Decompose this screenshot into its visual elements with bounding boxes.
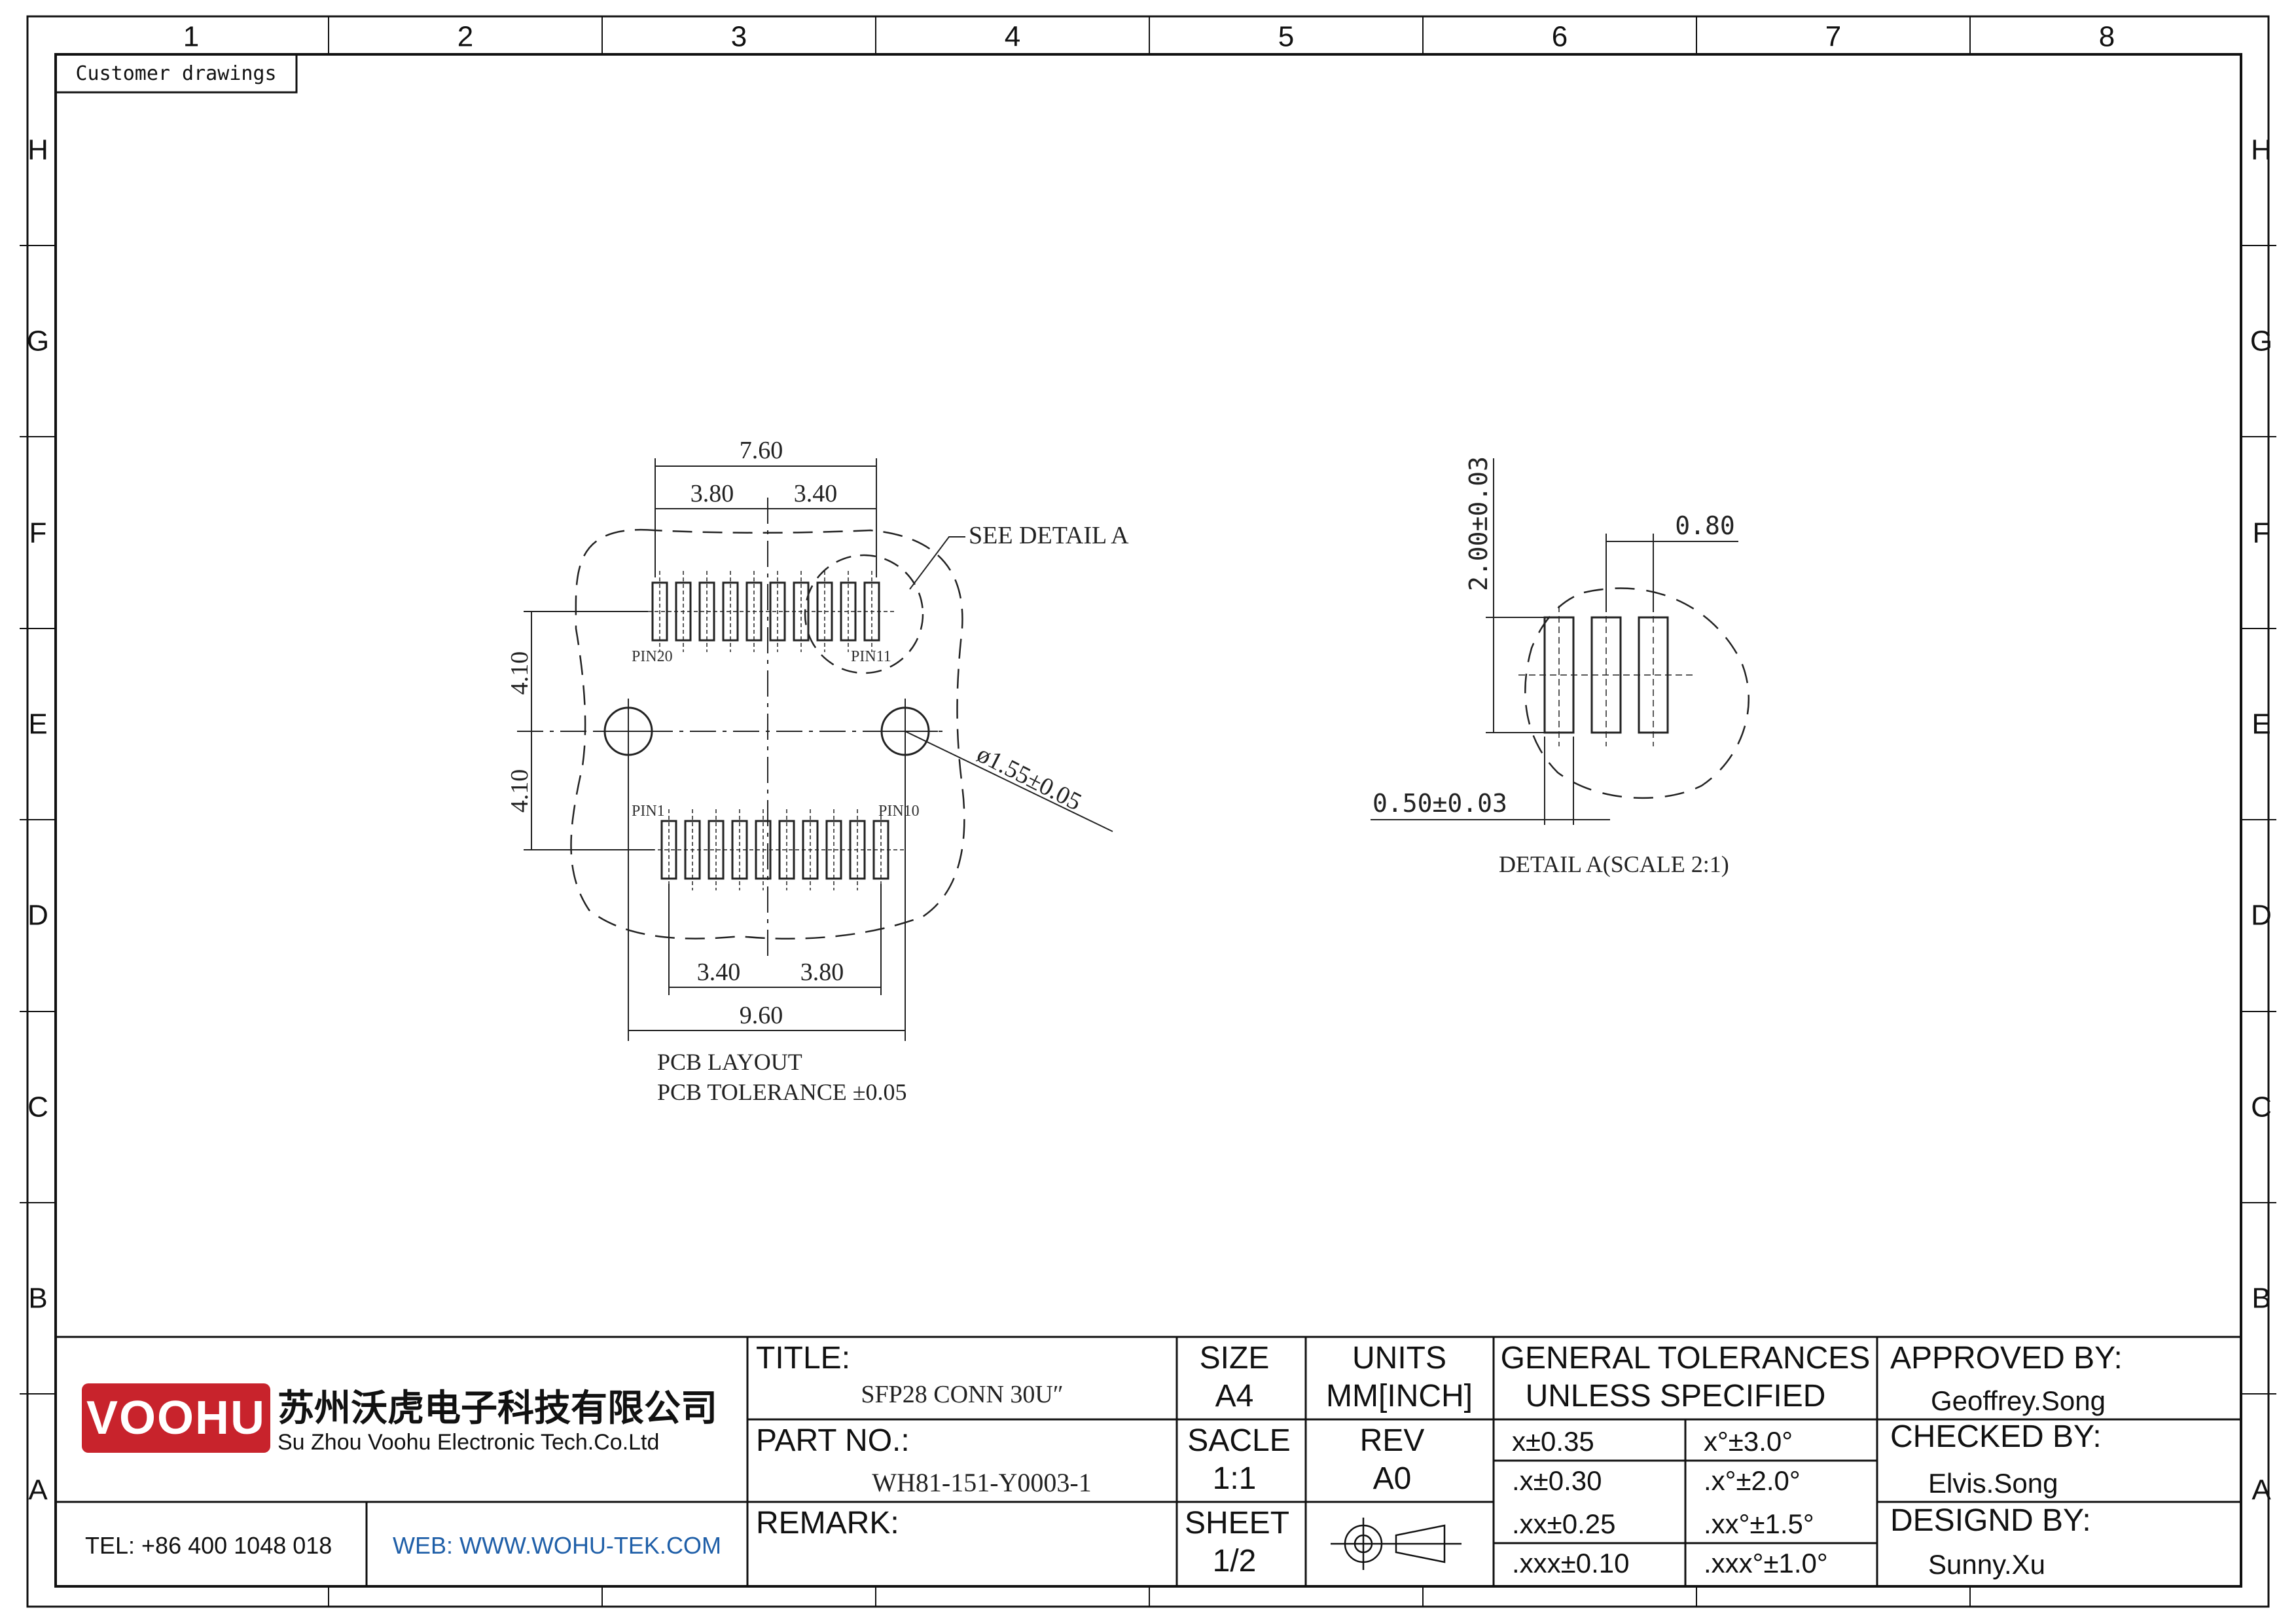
dim-vertical-upper: 4.10	[506, 651, 533, 695]
scale-value: 1:1	[1213, 1461, 1257, 1496]
dim-top-left: 3.80	[691, 480, 734, 507]
detail-caption: DETAIL A(SCALE 2:1)	[1499, 851, 1729, 877]
tolerance-linear-0: x±0.35	[1512, 1426, 1594, 1457]
tolerance-linear-2: .xx±0.25	[1512, 1508, 1615, 1539]
size-label: SIZE	[1200, 1341, 1270, 1376]
tolerance-angular-2: .xx°±1.5°	[1704, 1508, 1814, 1539]
part-no-value: WH81-151-Y0003-1	[872, 1468, 1092, 1497]
detail-callout-circle	[804, 554, 924, 674]
stamp-label: Customer drawings	[75, 62, 276, 85]
pcb-tolerance-note: PCB TOLERANCE ±0.05	[657, 1079, 906, 1105]
pin10-label: PIN10	[878, 803, 920, 820]
zone-col-6: 6	[1552, 21, 1568, 53]
sheet-value: 1/2	[1213, 1544, 1257, 1578]
title-label: TITLE:	[756, 1341, 850, 1376]
sheet-label: SHEET	[1185, 1506, 1289, 1541]
tolerance-angular-3: .xxx°±1.0°	[1704, 1548, 1828, 1578]
pin1-label: PIN1	[632, 803, 665, 820]
zone-row-d-right: D	[2251, 900, 2272, 932]
tolerance-header-2: UNLESS SPECIFIED	[1526, 1379, 1826, 1413]
zone-ticks	[20, 16, 2276, 1607]
company-name-en: Su Zhou Voohu Electronic Tech.Co.Ltd	[278, 1430, 659, 1455]
part-no-label: PART NO.:	[756, 1423, 910, 1458]
pcb-layout-note: PCB LAYOUT	[657, 1049, 802, 1075]
title-block-grid	[56, 1336, 2241, 1586]
projection-symbol-icon	[1331, 1518, 1462, 1570]
rev-label: REV	[1360, 1423, 1425, 1458]
logo-text: VOOHU	[86, 1392, 266, 1444]
zone-col-1: 1	[183, 21, 199, 53]
size-value: A4	[1215, 1379, 1254, 1413]
zone-row-e-right: E	[2251, 708, 2270, 740]
zone-row-e-left: E	[28, 708, 47, 740]
checked-value: Elvis.Song	[1928, 1468, 2058, 1499]
zone-col-5: 5	[1278, 21, 1294, 53]
main-dimensions	[524, 458, 1113, 1041]
connector-outline	[570, 528, 965, 939]
bottom-pad-row	[645, 809, 906, 890]
web-link[interactable]: WEB: WWW.WOHU-TEK.COM	[393, 1532, 721, 1559]
zone-row-h-right: H	[2251, 134, 2272, 166]
zone-col-7: 7	[1825, 21, 1841, 53]
tel-text: TEL: +86 400 1048 018	[85, 1532, 332, 1559]
tolerance-angular-0: x°±3.0°	[1704, 1426, 1793, 1457]
pin20-label: PIN20	[632, 648, 673, 665]
see-detail-label: SEE DETAIL A	[969, 522, 1129, 549]
approved-value: Geoffrey.Song	[1931, 1385, 2106, 1416]
tolerance-linear-3: .xxx±0.10	[1512, 1548, 1629, 1578]
dim-bottom-left: 3.40	[697, 958, 741, 986]
tolerance-header-1: GENERAL TOLERANCES	[1501, 1341, 1871, 1376]
detail-a-circle	[1524, 587, 1749, 799]
zone-row-f-left: F	[29, 517, 47, 549]
zone-col-2: 2	[457, 21, 473, 53]
tolerance-linear-1: .x±0.30	[1512, 1465, 1602, 1496]
designed-value: Sunny.Xu	[1928, 1549, 2045, 1580]
zone-row-b-left: B	[28, 1283, 47, 1315]
stamp-box	[54, 53, 298, 94]
units-label: UNITS	[1352, 1341, 1446, 1376]
dim-bottom-right: 3.80	[800, 958, 844, 986]
designed-label: DESIGND BY:	[1890, 1503, 2091, 1538]
zone-row-b-right: B	[2251, 1283, 2270, 1315]
zone-col-3: 3	[731, 21, 747, 53]
zone-row-d-left: D	[27, 900, 48, 932]
zone-row-c-right: C	[2251, 1091, 2272, 1123]
zone-row-a-left: A	[28, 1474, 48, 1506]
dim-hole-diameter: ø1.55±0.05	[973, 740, 1086, 816]
outer-border	[26, 15, 2270, 1608]
approved-label: APPROVED BY:	[1890, 1341, 2123, 1376]
detail-width-dim: 0.50±0.03	[1372, 789, 1507, 818]
remark-label: REMARK:	[756, 1506, 899, 1541]
rev-value: A0	[1373, 1461, 1412, 1496]
detail-pitch-dim: 0.80	[1675, 511, 1735, 540]
zone-row-f-right: F	[2253, 517, 2270, 549]
dim-vertical-lower: 4.10	[506, 769, 533, 813]
title-value: SFP28 CONN 30U″	[861, 1381, 1063, 1408]
zone-row-h-left: H	[27, 134, 48, 166]
checked-label: CHECKED BY:	[1890, 1419, 2102, 1454]
scale-label: SACLE	[1187, 1423, 1290, 1458]
units-value: MM[INCH]	[1326, 1379, 1473, 1413]
dim-bottom-overall: 9.60	[740, 1002, 783, 1029]
pcb-layout	[517, 498, 965, 956]
zone-col-4: 4	[1005, 21, 1020, 53]
top-pad-row	[635, 571, 897, 652]
tolerance-angular-1: .x°±2.0°	[1704, 1465, 1801, 1496]
detail-a-view	[1371, 458, 1749, 825]
pin11-label: PIN11	[851, 648, 891, 665]
zone-row-c-left: C	[27, 1091, 48, 1123]
company-name-cn: 苏州沃虎电子科技有限公司	[278, 1387, 717, 1429]
dim-top-overall: 7.60	[740, 437, 783, 464]
zone-row-g-left: G	[27, 325, 49, 357]
zone-row-a-right: A	[2251, 1474, 2271, 1506]
zone-col-8: 8	[2099, 21, 2115, 53]
detail-height-dim: 2.00±0.03	[1464, 456, 1493, 591]
company-logo	[82, 1383, 270, 1453]
zone-row-g-right: G	[2250, 325, 2272, 357]
dim-top-right: 3.40	[794, 480, 838, 507]
